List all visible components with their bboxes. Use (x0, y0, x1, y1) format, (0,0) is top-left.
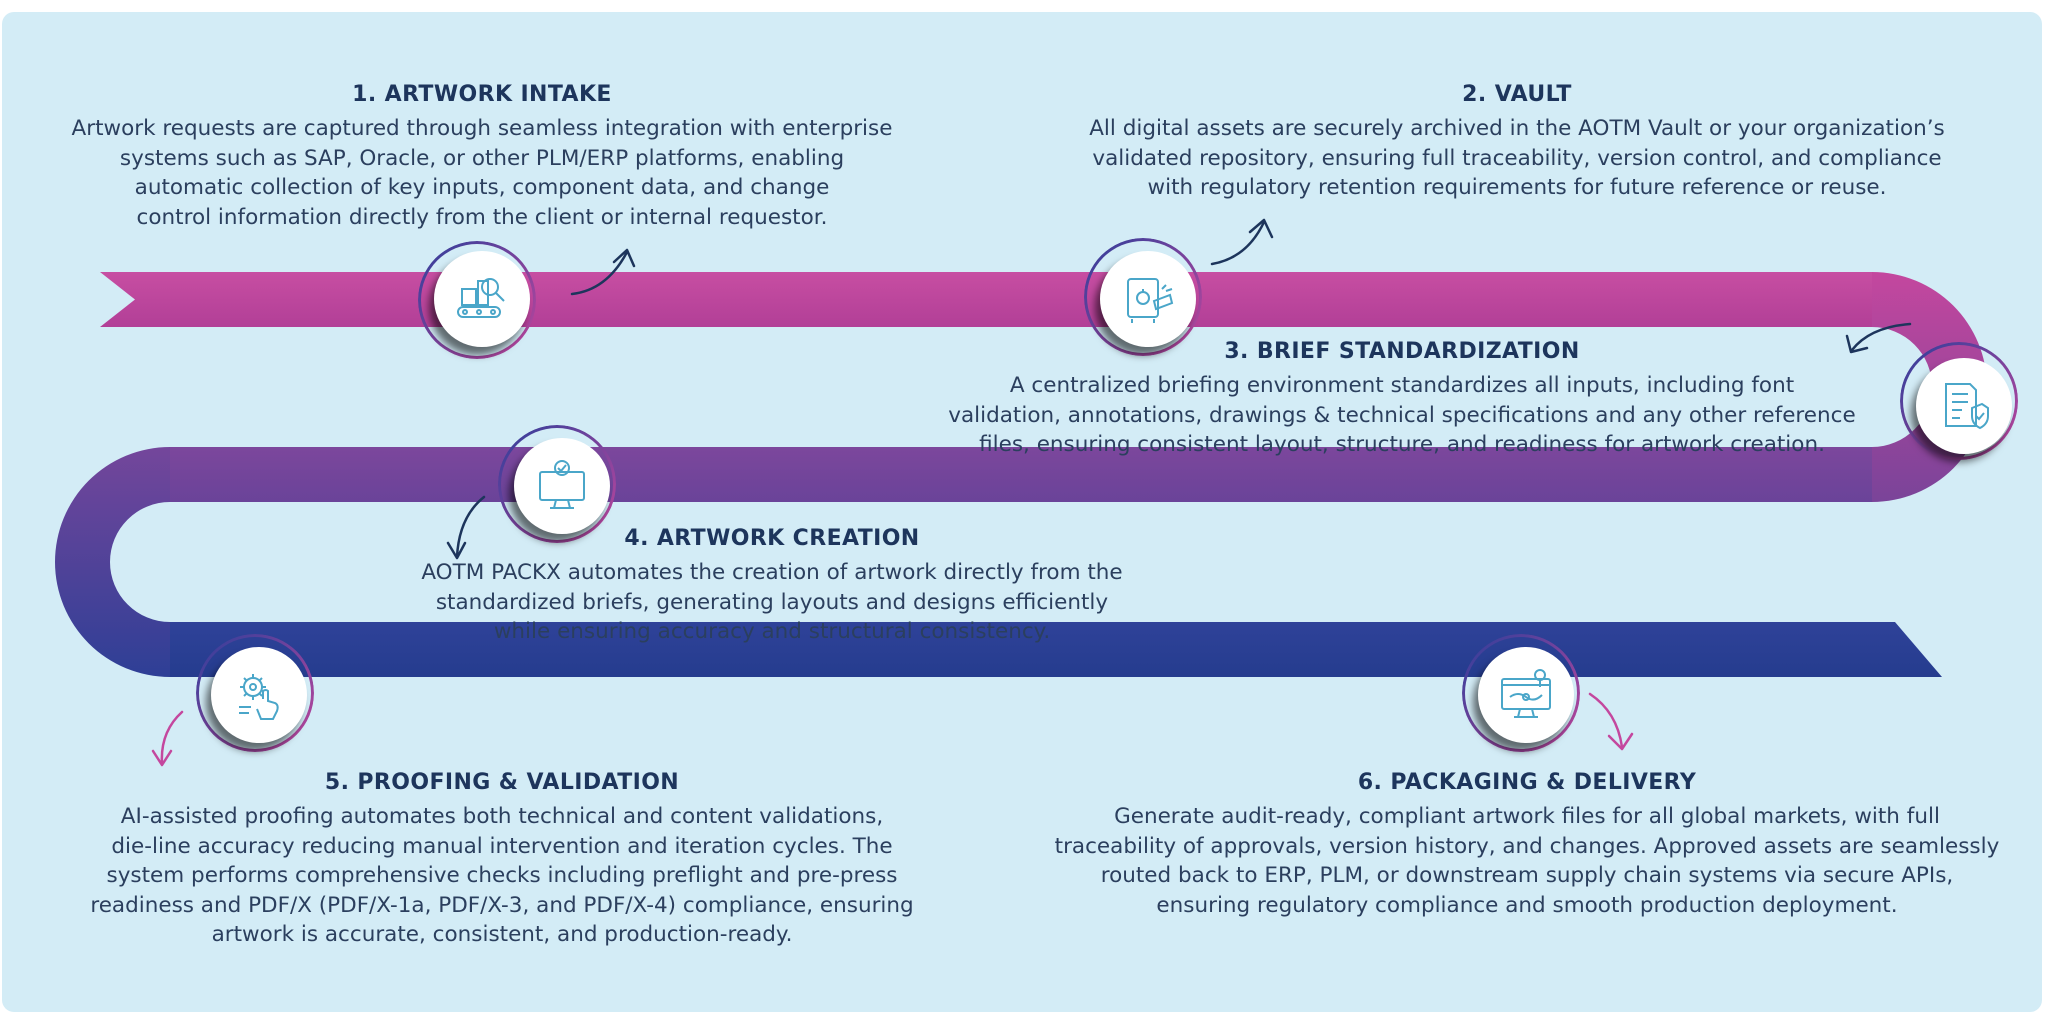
step-description: All digital assets are securely archived… (1052, 114, 1982, 203)
description-line: while ensuring accuracy and structural c… (493, 619, 1051, 644)
description-line: die-line accuracy reducing manual interv… (111, 833, 893, 859)
description-line: A centralized briefing environment stand… (1009, 373, 1795, 398)
step-title: 3. BRIEF STANDARDIZATION (1224, 339, 1580, 364)
gear-hand-icon (239, 674, 279, 720)
description-line: ensuring regulatory compliance and smoot… (1156, 892, 1898, 918)
flow-arrow-3 (1845, 322, 1912, 354)
description-line: artwork is accurate, consistent, and pro… (211, 922, 793, 947)
flow-arrow-4 (446, 495, 486, 560)
description-line: files, ensuring consistent layout, struc… (979, 432, 1825, 457)
step-3-text: 3. BRIEF STANDARDIZATION A centralized b… (902, 339, 1902, 460)
description-line: All digital assets are securely archived… (1089, 116, 1945, 141)
conveyor-box-icon (457, 278, 505, 318)
description-line: AOTM PACKX automates the creation of art… (421, 560, 1123, 585)
delivery-screen-icon (1501, 669, 1551, 718)
description-line: Generate audit-ready, compliant artwork … (1114, 804, 1940, 829)
step-title: 6. PACKAGING & DELIVERY (1357, 770, 1697, 795)
step-title: 1. ARTWORK INTAKE (352, 82, 612, 107)
flow-arrow-2 (1210, 218, 1274, 266)
road-segment-middle (170, 447, 1872, 502)
step-6-text: 6. PACKAGING & DELIVERY Generate audit-r… (1022, 770, 2032, 920)
description-line: system performs comprehensive checks inc… (106, 863, 898, 888)
step-title: 2. VAULT (1462, 82, 1572, 107)
step-description: A centralized briefing environment stand… (902, 371, 1902, 460)
road-turn-left (55, 447, 170, 677)
step-title: 5. PROOFING & VALIDATION (324, 770, 680, 795)
description-line: validated repository, ensuring full trac… (1092, 145, 1942, 171)
description-line: standardized briefs, generating layouts … (435, 589, 1109, 615)
description-line: validation, annotations, drawings & tech… (948, 402, 1856, 428)
process-diagram: 1. ARTWORK INTAKE Artwork requests are c… (2, 12, 2042, 1012)
description-line: routed back to ERP, PLM, or downstream s… (1100, 863, 1954, 888)
vault-safe-icon (1127, 278, 1174, 323)
description-line: Artwork requests are captured through se… (71, 116, 893, 141)
description-line: traceability of approvals, version histo… (1054, 833, 2000, 859)
flow-arrow-6 (1588, 692, 1634, 751)
document-shield-icon (1945, 383, 1989, 430)
flow-arrow-5 (151, 710, 184, 767)
step-description: Generate audit-ready, compliant artwork … (1022, 802, 2032, 920)
description-line: automatic collection of key inputs, comp… (134, 175, 830, 200)
description-line: AI-assisted proofing automates both tech… (120, 804, 884, 829)
description-line: systems such as SAP, Oracle, or other PL… (119, 145, 845, 171)
monitor-check-icon (539, 460, 585, 509)
step-description: AI-assisted proofing automates both tech… (42, 802, 962, 950)
step-2-text: 2. VAULT All digital assets are securely… (1052, 82, 1982, 203)
step-4-text: 4. ARTWORK CREATION AOTM PACKX automates… (342, 526, 1202, 647)
description-line: with regulatory retention requirements f… (1147, 175, 1887, 200)
step-5-text: 5. PROOFING & VALIDATION AI-assisted pro… (42, 770, 962, 950)
description-line: control information directly from the cl… (136, 204, 828, 230)
flow-arrow-1 (570, 248, 636, 296)
step-title: 4. ARTWORK CREATION (624, 526, 920, 551)
step-description: Artwork requests are captured through se… (22, 114, 942, 232)
road-segment-top (100, 272, 1872, 327)
description-line: readiness and PDF/X (PDF/X-1a, PDF/X-3, … (90, 892, 914, 918)
step-description: AOTM PACKX automates the creation of art… (342, 558, 1202, 647)
step-1-text: 1. ARTWORK INTAKE Artwork requests are c… (22, 82, 942, 232)
